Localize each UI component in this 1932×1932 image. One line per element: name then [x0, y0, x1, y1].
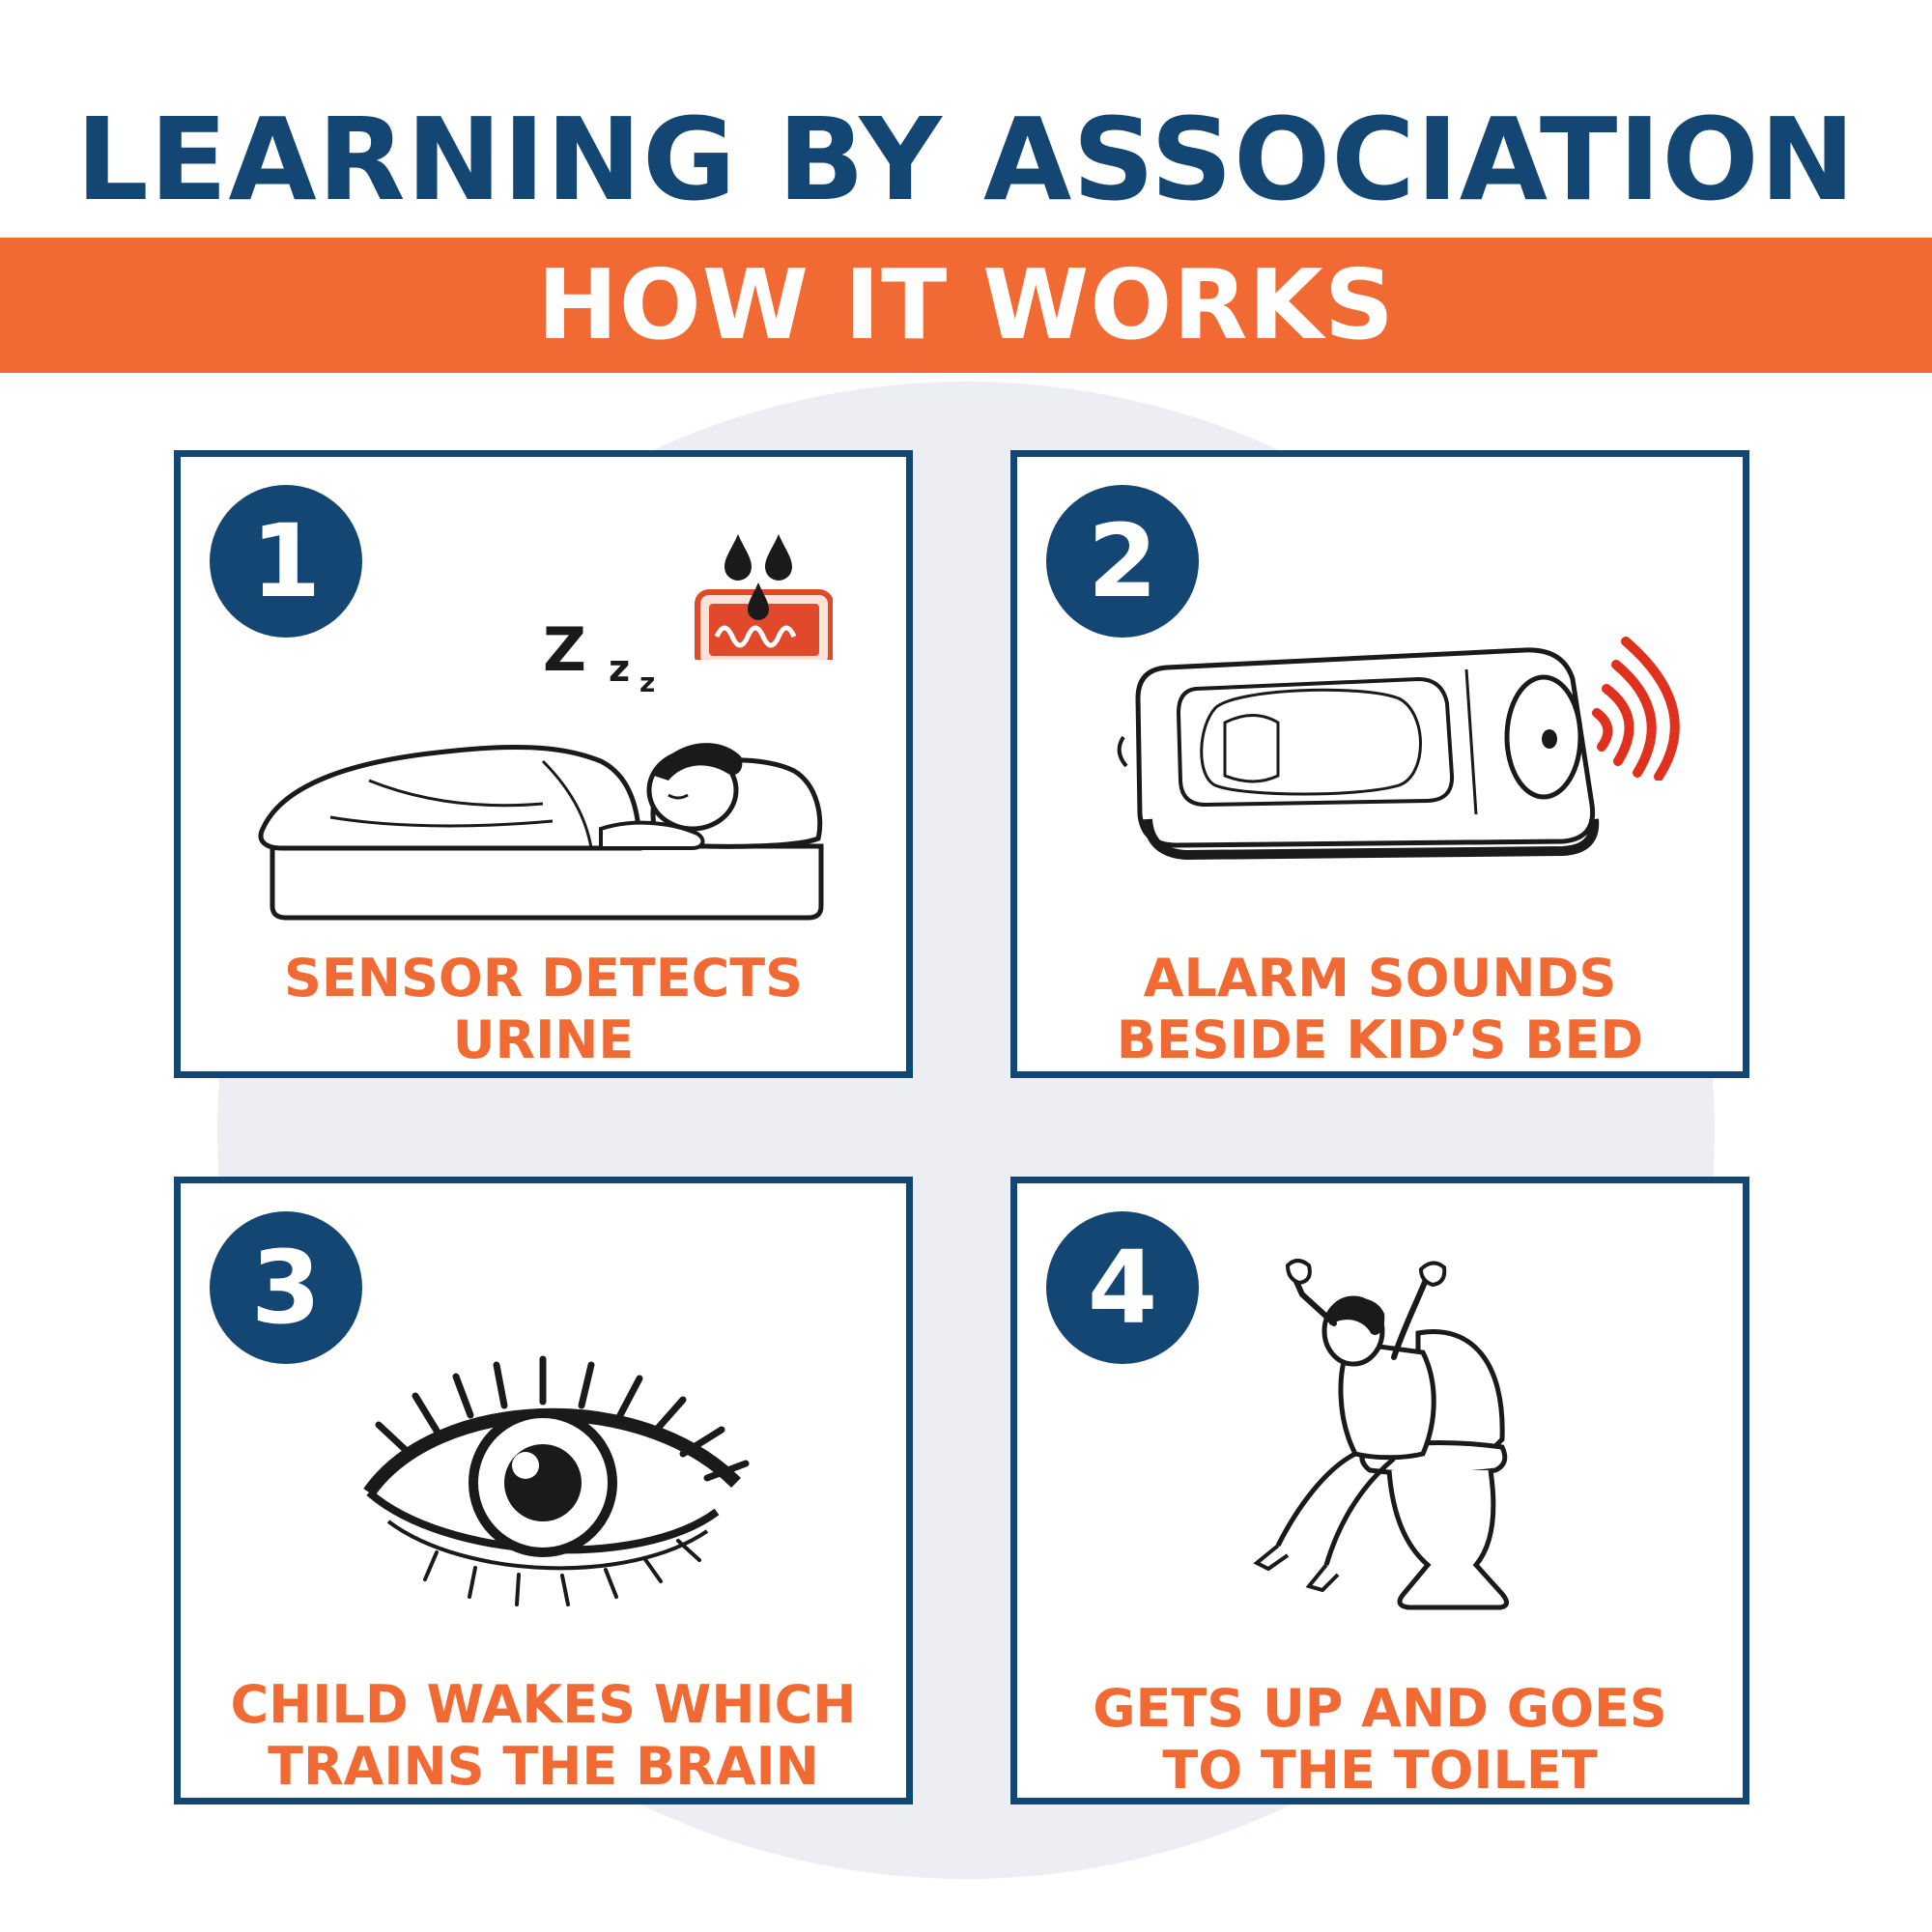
step-number-badge: 2 [1046, 485, 1199, 638]
step-number-badge: 1 [210, 485, 362, 638]
step-caption: ALARM SOUNDS BESIDE KID’S BED [1116, 948, 1644, 1070]
step-number-badge: 4 [1046, 1211, 1199, 1364]
step-number-badge: 3 [210, 1211, 362, 1364]
alarm-device-icon [1117, 647, 1600, 861]
child-on-toilet-icon [1253, 1259, 1509, 1610]
eye-icon [363, 1355, 750, 1606]
wet-sensor-pad-icon [695, 534, 833, 660]
step-caption: SENSOR DETECTS URINE [284, 948, 803, 1070]
step-card-3: 3 CHILD WAKES WHICH TRAINS THE BRAIN [174, 1177, 913, 1804]
step-card-1: 1 Z z z SENSOR DETECTS URINE [174, 450, 913, 1078]
how-it-works-banner: HOW IT WORKS [0, 238, 1932, 373]
step-card-4: 4 GETS UP AND GOES TO THE TOILET [1010, 1177, 1749, 1804]
banner-text: HOW IT WORKS [537, 248, 1395, 361]
sleep-zzz-icon: Z z z [543, 614, 656, 699]
alarm-sound-waves-icon [1592, 637, 1680, 781]
step-caption: CHILD WAKES WHICH TRAINS THE BRAIN [230, 1674, 857, 1797]
page-title: LEARNING BY ASSOCIATION [75, 93, 1857, 226]
sleeping-child-icon [258, 743, 824, 921]
step-card-2: 2 ALARM SOUNDS BESIDE KID’S BED [1010, 450, 1749, 1078]
step-caption: GETS UP AND GOES TO THE TOILET [1093, 1678, 1667, 1801]
